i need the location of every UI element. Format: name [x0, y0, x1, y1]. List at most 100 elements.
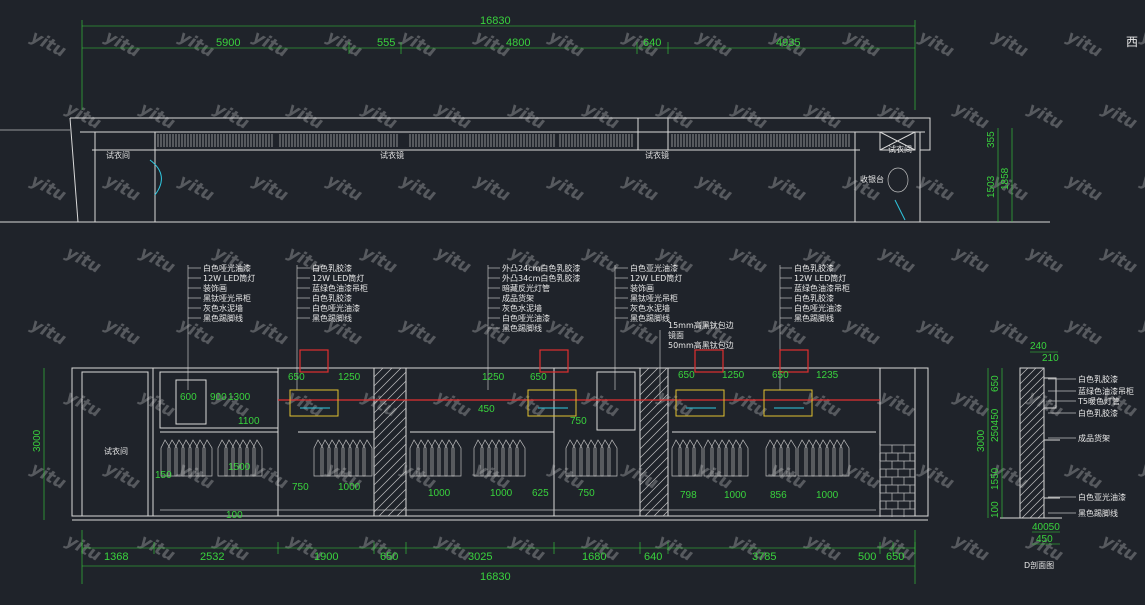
watermark-text: yitu [358, 243, 400, 278]
watermark-text: yitu [136, 531, 178, 566]
mid-note-3: 50mm高黑钛包边 [668, 340, 734, 350]
callout-note: 白色乳胶漆 [794, 293, 834, 303]
callout-note: 白色亚光油漆 [630, 263, 678, 273]
elevation: 试衣间 65 [32, 349, 929, 584]
callout-note: 白色哑光油漆 [203, 263, 251, 273]
watermark-text: yitu [1024, 243, 1066, 278]
watermark-text: yitu [1024, 387, 1066, 422]
section-bottom-dim-2: 450 [1036, 534, 1053, 545]
plan-room-label-3: 试衣镜 [645, 150, 669, 160]
watermark-text: yitu [989, 315, 1031, 350]
section-left-dim-1: 3000 [976, 429, 987, 452]
elevation-inner-dim: 650 [530, 372, 547, 383]
plan-right-dim-1: 355 [986, 131, 997, 148]
callout-note: 白色哑光油漆 [312, 303, 360, 313]
callout-note: 外凸34cm白色乳胶漆 [502, 273, 580, 283]
plan-shelf-hatching [157, 134, 850, 147]
watermark-text: yitu [62, 99, 104, 134]
watermark-text: yitu [136, 99, 178, 134]
watermark-text: yitu [876, 387, 918, 422]
mid-note-2: 镜面 [668, 330, 684, 340]
watermark-text: yitu [1063, 171, 1105, 206]
section-left-dim-2: 650 [990, 375, 1001, 392]
callout-note: 12W LED筒灯 [630, 273, 682, 283]
section-note: 蓝绿色油漆吊柜 [1078, 386, 1134, 396]
watermark-text: yitu [27, 27, 69, 62]
section-note: 成品货架 [1078, 433, 1110, 443]
elevation-inner-dim: 900 [210, 392, 227, 403]
elevation-inner-dim: 1300 [228, 392, 251, 403]
elev-left-dim: 3000 [32, 429, 43, 452]
watermark-text: yitu [1098, 99, 1140, 134]
callout-note: 黑钛哑光吊柜 [203, 293, 251, 303]
callout-note: 暗藏反光灯管 [502, 283, 550, 293]
plan-right-dim-3: 1858 [1000, 167, 1011, 190]
watermark-layer: yitu yitu yitu yitu yitu yitu yitu yitu yitu yitu… [27, 27, 1145, 566]
plan-total-dim: 16830 [480, 15, 511, 27]
watermark-text: yitu [1098, 243, 1140, 278]
callout-note: 黑色踢脚线 [203, 313, 243, 323]
watermark-text: yitu [580, 99, 622, 134]
watermark-text: yitu [101, 171, 143, 206]
watermark-text: yitu [27, 171, 69, 206]
plan-dim-2: 555 [377, 37, 395, 49]
watermark-text: yitu [989, 27, 1031, 62]
watermark-text: yitu [101, 459, 143, 494]
callout-note: 白色乳胶漆 [312, 293, 352, 303]
watermark-text: yitu [841, 315, 883, 350]
watermark-text: yitu [397, 27, 439, 62]
callout-note: 12W LED筒灯 [794, 273, 846, 283]
plan-room-label-1: 试衣间 [106, 150, 130, 160]
elevation-inner-dim: 1000 [724, 490, 747, 501]
section-left-dim-4: 1550 [990, 467, 1001, 490]
watermark-text: yitu [841, 27, 883, 62]
callout-note: 白色乳胶漆 [794, 263, 834, 273]
brick-column [879, 444, 915, 517]
watermark-text: yitu [506, 99, 548, 134]
callout-note: 白色哑光油漆 [502, 313, 550, 323]
callout-note: 白色哑光油漆 [794, 303, 842, 313]
elevation-inner-dim: 1100 [238, 416, 260, 427]
watermark-text: yitu [323, 27, 365, 62]
callout-note: 外凸24cm白色乳胶漆 [502, 263, 580, 273]
watermark-text: yitu [950, 243, 992, 278]
callout-note: 灰色水泥墙 [203, 303, 243, 313]
callout-note: 蓝绿色油漆吊柜 [312, 283, 368, 293]
elevation-inner-dim: 100 [226, 510, 243, 521]
callout-note: 黑色踢脚线 [630, 313, 670, 323]
elevation-inner-dim: 650 [772, 370, 789, 381]
elevation-inner-dim: 600 [180, 392, 197, 403]
elevation-bottom-dim: 640 [644, 551, 662, 563]
elevation-bottom-dim: 500 [858, 551, 876, 563]
plan-room-label-5: 试衣间 [888, 144, 912, 154]
watermark-text: yitu [27, 315, 69, 350]
watermark-text: yitu [654, 99, 696, 134]
watermark-text: yitu [802, 99, 844, 134]
section-d: 240 210 3000 650 250450 1550 100 白色乳胶漆蓝绿… [976, 341, 1134, 570]
section-top-dim-2: 210 [1042, 353, 1059, 364]
elevation-inner-dim: 650 [678, 370, 695, 381]
section-title: D剖面图 [1024, 560, 1054, 570]
elev-fitting-room-label: 试衣间 [104, 446, 128, 456]
callout-note: 灰色水泥墙 [502, 303, 542, 313]
watermark-text: yitu [693, 171, 735, 206]
section-top-dim-1: 240 [1030, 341, 1047, 352]
watermark-text: yitu [915, 459, 957, 494]
watermark-text: yitu [397, 315, 439, 350]
watermark-text: yitu [693, 27, 735, 62]
elevation-bottom-dim: 2532 [200, 551, 224, 563]
elevation-inner-dim: 750 [578, 488, 595, 499]
elevation-inner-dim: 1250 [338, 372, 361, 383]
elevation-inner-dim: 856 [770, 490, 787, 501]
watermark-text: yitu [62, 387, 104, 422]
watermark-text: yitu [249, 315, 291, 350]
elevation-inner-dim: 1000 [338, 482, 361, 493]
watermark-text: yitu [432, 243, 474, 278]
watermark-text: yitu [1137, 171, 1145, 206]
watermark-text: yitu [432, 387, 474, 422]
